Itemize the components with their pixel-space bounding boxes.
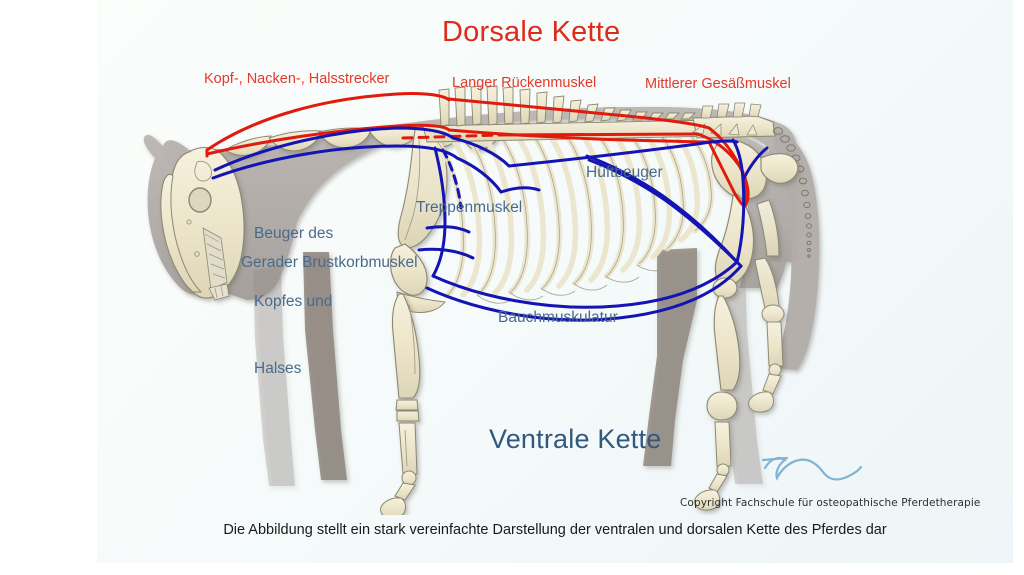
slide-panel: Dorsale Kette Kopf-, Nacken-, Halsstreck… <box>97 0 1013 563</box>
pelvis-bone <box>711 139 799 200</box>
label-hueftbeuger: Hüftbeuger <box>586 164 663 181</box>
hind-limb-far-bone <box>748 199 785 413</box>
lumbar-sacrum <box>692 102 776 139</box>
label-mittlerer-gesaessmuskel: Mittlerer Gesäßmuskel <box>645 76 791 92</box>
rib-cage <box>428 124 715 304</box>
teeth <box>202 227 228 291</box>
label-gerader-brustkorbmuskel: Gerader Brustkorbmuskel <box>241 254 418 271</box>
label-treppenmuskel: Treppenmuskel <box>416 199 523 216</box>
label-bauchmuskulatur: Bauchmuskulatur <box>498 309 618 326</box>
copyright-notice: Copyright Fachschule für osteopathische … <box>680 497 981 509</box>
ventral-chain-lines <box>211 126 769 322</box>
label-beuger-line-1: Beuger des <box>254 225 334 242</box>
horse-anatomy-figure <box>97 0 1013 515</box>
figure-caption: Die Abbildung stellt ein stark vereinfac… <box>223 522 887 538</box>
label-langer-rueckenmuskel: Langer Rückenmuskel <box>452 75 597 91</box>
label-beuger-line-3: Halses <box>254 360 302 377</box>
signature-mark <box>761 456 863 481</box>
label-beuger-line-2: Kopfes und <box>254 292 333 310</box>
skull-bone <box>160 146 245 301</box>
page-title-ventral: Ventrale Kette <box>489 424 662 454</box>
scapula-bone <box>389 126 448 296</box>
label-beuger-des-kopfes-und-halses: Beuger des Kopfes und Halses <box>254 178 333 426</box>
horse-skeleton-illustration <box>143 85 820 515</box>
fore-limb-bone <box>380 293 421 515</box>
label-kopf-nacken-halsstrecker: Kopf-, Nacken-, Halsstrecker <box>204 71 390 87</box>
page-title-dorsal: Dorsale Kette <box>442 16 621 48</box>
